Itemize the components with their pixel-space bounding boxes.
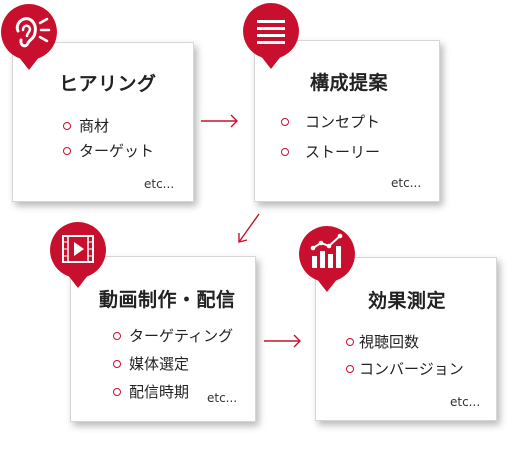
ear-pin-icon — [1, 4, 57, 70]
step-item-label: コンセプト — [305, 113, 381, 131]
bullet-icon — [63, 146, 71, 155]
step-item-label: コンバージョン — [359, 360, 464, 378]
step-item: ストーリー — [281, 141, 380, 162]
step-item: 視聴回数 — [346, 331, 419, 352]
step-item: 媒体選定 — [113, 353, 189, 374]
step-title: 効果測定 — [368, 290, 447, 312]
bullet-icon — [113, 387, 121, 396]
step-item-label: 媒体選定 — [129, 355, 190, 373]
step-etc: etc... — [144, 177, 175, 191]
step-item: コンセプト — [281, 111, 380, 132]
bullet-icon — [63, 121, 71, 130]
bullet-icon — [346, 337, 354, 346]
arrow-right-icon — [201, 114, 238, 128]
chart-pin-icon — [299, 226, 355, 292]
arrow-right-icon — [264, 334, 301, 348]
step-item: 配信時期 — [113, 381, 189, 402]
step-card-production: 動画制作・配信 ターゲティング 媒体選定 配信時期 etc... — [70, 256, 256, 422]
step-card-hearing: ヒアリング 商材 ターゲット etc... — [12, 42, 194, 202]
step-item-label: ターゲット — [79, 142, 155, 160]
step-item: ターゲティング — [113, 325, 233, 346]
bullet-icon — [113, 359, 121, 368]
step-item: コンバージョン — [346, 358, 464, 379]
bullet-icon — [346, 364, 354, 373]
list-pin-icon — [243, 3, 299, 69]
step-item-label: 配信時期 — [129, 383, 190, 401]
step-item: 商材 — [63, 115, 109, 136]
step-title: ヒアリング — [59, 73, 157, 95]
step-item-label: 視聴回数 — [359, 333, 420, 351]
step-etc: etc... — [207, 391, 238, 405]
step-etc: etc... — [450, 395, 481, 409]
step-item-label: 商材 — [79, 117, 110, 135]
video-pin-icon — [50, 222, 106, 288]
bullet-icon — [113, 331, 121, 340]
step-card-proposal: 構成提案 コンセプト ストーリー etc... — [254, 40, 440, 202]
step-title: 構成提案 — [310, 72, 389, 94]
step-etc: etc... — [391, 176, 422, 190]
step-item-label: ターゲティング — [129, 327, 234, 345]
bullet-icon — [281, 147, 289, 156]
step-card-measurement: 効果測定 視聴回数 コンバージョン etc... — [315, 257, 497, 421]
arrow-down-left-icon — [238, 213, 260, 243]
step-item: ターゲット — [63, 140, 154, 161]
bullet-icon — [281, 117, 289, 126]
step-item-label: ストーリー — [305, 143, 381, 161]
step-title: 動画制作・配信 — [99, 289, 236, 311]
